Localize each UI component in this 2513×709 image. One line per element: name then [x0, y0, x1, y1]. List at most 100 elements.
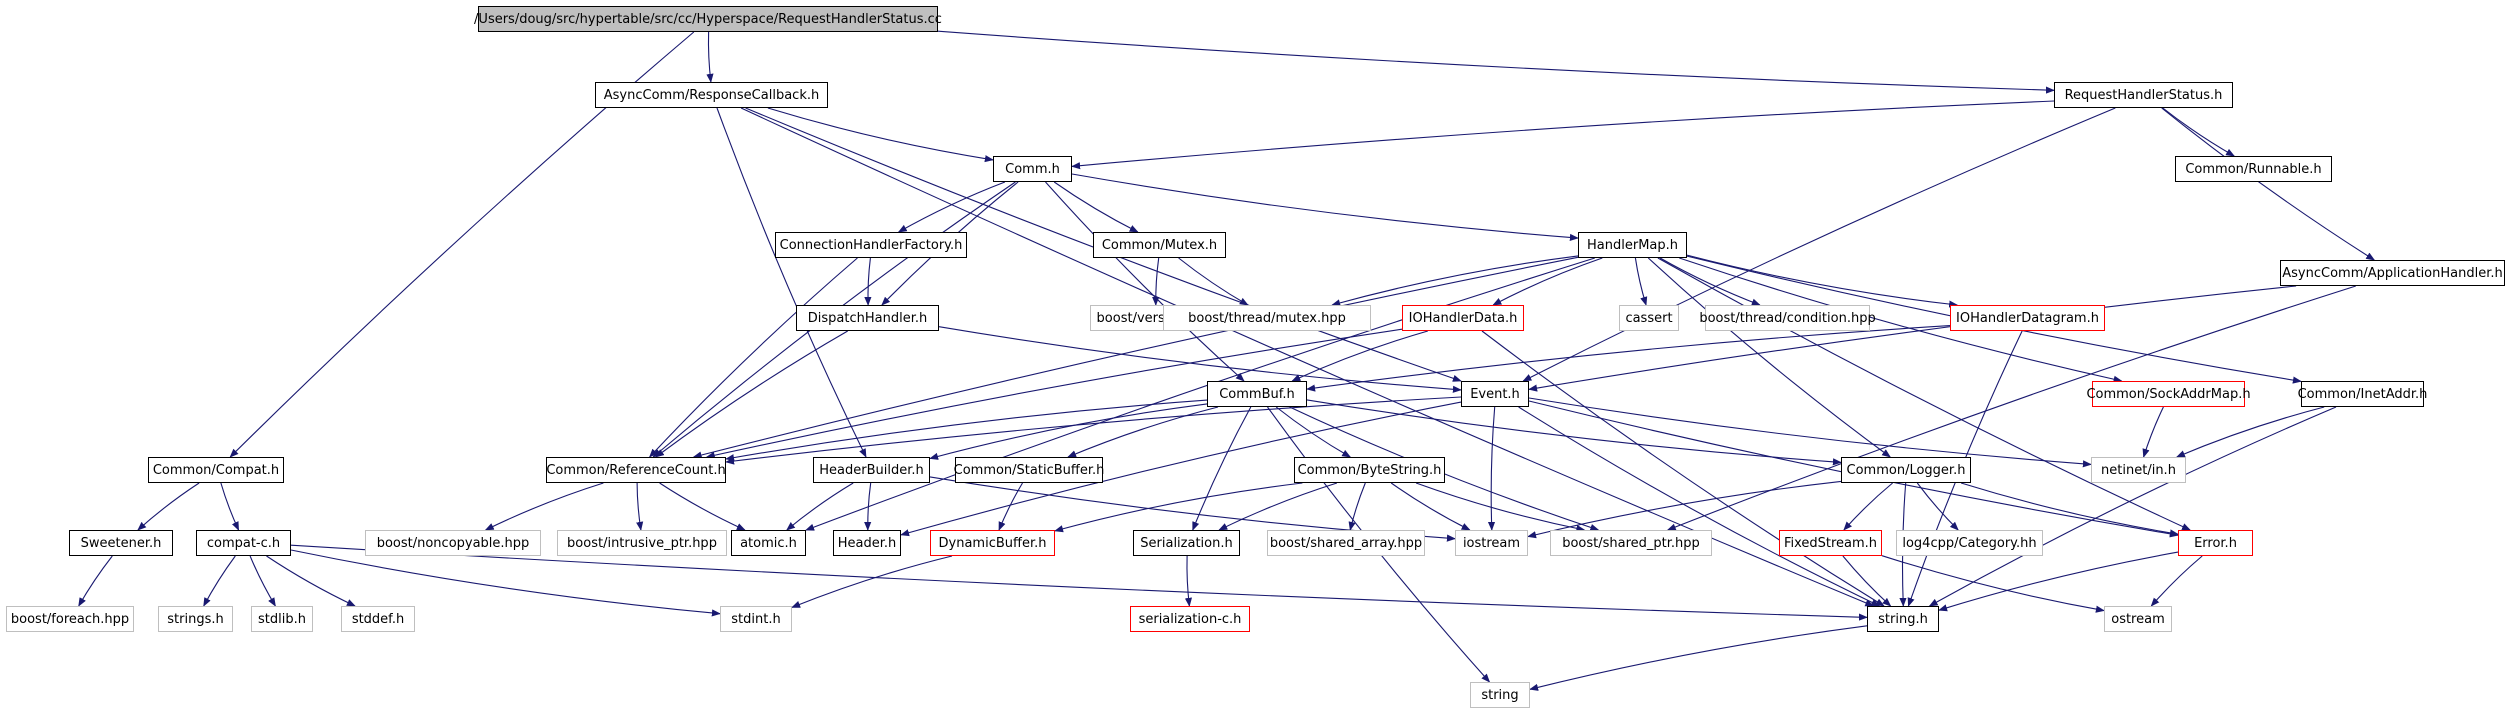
node-iohd[interactable]: IOHandlerData.h — [1402, 305, 1524, 331]
node-apph[interactable]: AsyncComm/ApplicationHandler.h — [2280, 260, 2505, 286]
node-logger[interactable]: Common/Logger.h — [1841, 457, 1971, 483]
node-stddef[interactable]: stddef.h — [341, 606, 415, 632]
edge-commbuf-to-refcnt — [725, 399, 1208, 462]
node-respcb[interactable]: AsyncComm/ResponseCallback.h — [595, 82, 828, 108]
edge-refcnt-to-bnoncopy — [484, 482, 604, 531]
node-commbuf[interactable]: CommBuf.h — [1207, 381, 1307, 407]
edge-fstream-to-ostream — [1881, 555, 2105, 613]
node-serial[interactable]: Serialization.h — [1133, 530, 1240, 556]
node-compat[interactable]: Common/Compat.h — [148, 457, 284, 483]
edge-iohd-to-stringh — [1481, 330, 1885, 607]
edge-commbuf-to-serial — [1192, 406, 1252, 531]
node-rhsh[interactable]: RequestHandlerStatus.h — [2054, 82, 2233, 108]
edge-mutex-to-bmutex — [1178, 257, 1249, 306]
edge-logger-to-error — [1960, 482, 2179, 537]
node-stringh[interactable]: string.h — [1867, 606, 1939, 632]
edge-hmap-to-cassert — [1634, 257, 1648, 306]
edge-mutex-to-bver — [1152, 257, 1160, 306]
edge-compatc-to-strings — [203, 555, 236, 607]
edge-hmap-to-atomic — [805, 257, 1595, 531]
edge-commbuf-to-logger — [1306, 399, 1842, 466]
node-sween[interactable]: Sweetener.h — [69, 530, 173, 556]
edge-event-to-refcnt — [725, 396, 1462, 465]
node-atomic[interactable]: atomic.h — [731, 530, 806, 556]
node-string[interactable]: string — [1470, 682, 1530, 708]
edge-chf-to-refcnt — [648, 257, 858, 458]
edge-error-to-ostream — [2150, 555, 2203, 607]
edge-compatc-to-stringh — [290, 544, 1868, 621]
node-comm[interactable]: Comm.h — [993, 156, 1072, 182]
node-bstr[interactable]: Common/ByteString.h — [1294, 457, 1445, 483]
node-header[interactable]: Header.h — [833, 530, 901, 556]
edge-disp-to-refcnt — [655, 330, 848, 458]
edge-stringh-to-string — [1529, 625, 1868, 691]
edge-comm-to-hmap — [1071, 173, 1579, 242]
edge-bstr-to-iostream — [1390, 482, 1471, 531]
edge-logger-to-iostream — [1527, 480, 1842, 539]
edge-root-to-respcb — [706, 31, 714, 83]
node-bforeach[interactable]: boost/foreach.hpp — [6, 606, 134, 632]
node-bmutex[interactable]: boost/thread/mutex.hpp — [1163, 305, 1371, 331]
node-disp[interactable]: DispatchHandler.h — [796, 305, 939, 331]
edge-event-to-iostream — [1487, 406, 1496, 531]
edge-error-to-stringh — [1938, 551, 2179, 612]
edge-hmap-to-bcond — [1659, 257, 1761, 306]
node-sockmap[interactable]: Common/SockAddrMap.h — [2086, 381, 2251, 407]
node-hmap[interactable]: HandlerMap.h — [1578, 232, 1687, 258]
node-mutex[interactable]: Common/Mutex.h — [1093, 232, 1226, 258]
node-stdlib[interactable]: stdlib.h — [251, 606, 313, 632]
edge-bstr-to-bsarr — [1348, 482, 1366, 531]
edge-root-to-rhsh — [937, 30, 2055, 94]
edge-respcb-to-comm — [767, 107, 994, 163]
node-chf[interactable]: ConnectionHandlerFactory.h — [775, 232, 967, 258]
node-bsarr[interactable]: boost/shared_array.hpp — [1267, 530, 1425, 556]
edge-iohd-to-refcnt — [705, 328, 1403, 459]
edge-hmap-to-bmutex — [1331, 255, 1579, 307]
node-serialc[interactable]: serialization-c.h — [1130, 606, 1250, 632]
node-ostream[interactable]: ostream — [2104, 606, 2172, 632]
edge-hmap-to-iohd — [1492, 257, 1603, 306]
node-refcnt[interactable]: Common/ReferenceCount.h — [546, 457, 726, 483]
edge-commbuf-to-sbuf — [1067, 406, 1219, 458]
node-strings[interactable]: strings.h — [158, 606, 233, 632]
edge-event-to-header — [900, 401, 1462, 537]
node-sbuf[interactable]: Common/StaticBuffer.h — [954, 457, 1104, 483]
edge-logger-to-log4cpp — [1916, 482, 1959, 531]
node-bintr[interactable]: boost/intrusive_ptr.hpp — [557, 530, 727, 556]
node-hbuild[interactable]: HeaderBuilder.h — [813, 457, 930, 483]
edge-apph-to-event — [1528, 285, 2297, 392]
edge-fstream-to-stringh — [1842, 555, 1892, 607]
node-cassert[interactable]: cassert — [1619, 305, 1679, 331]
node-event[interactable]: Event.h — [1461, 381, 1529, 407]
node-iostream[interactable]: iostream — [1455, 530, 1528, 556]
edge-comm-to-mutex — [1053, 181, 1139, 233]
node-dynbuf[interactable]: DynamicBuffer.h — [930, 530, 1055, 556]
node-stdint[interactable]: stdint.h — [720, 606, 792, 632]
edge-compatc-to-stdint — [290, 549, 721, 617]
edge-refcnt-to-bintr — [636, 482, 644, 531]
node-inet[interactable]: Common/InetAddr.h — [2298, 381, 2427, 407]
edge-iohd-to-commbuf — [1291, 330, 1428, 382]
edge-logger-to-fstream — [1843, 482, 1893, 531]
node-iohdg[interactable]: IOHandlerDatagram.h — [1950, 305, 2105, 331]
edge-commbuf-to-bstr — [1275, 406, 1352, 458]
node-compatc[interactable]: compat-c.h — [196, 530, 291, 556]
node-error[interactable]: Error.h — [2178, 530, 2253, 556]
edge-apph-to-bsptr — [1666, 285, 2356, 531]
node-runnable[interactable]: Common/Runnable.h — [2175, 156, 2332, 182]
node-bsptr[interactable]: boost/shared_ptr.hpp — [1550, 530, 1712, 556]
edge-rhsh-to-apph — [2161, 107, 2376, 261]
edge-compatc-to-stddef — [266, 555, 356, 607]
edge-event-to-netinet — [1528, 397, 2092, 468]
edge-disp-to-event — [938, 326, 1462, 393]
node-root[interactable]: /Users/doug/src/hypertable/src/cc/Hypers… — [474, 6, 942, 32]
node-bcond[interactable]: boost/thread/condition.hpp — [1699, 305, 1876, 331]
node-fstream[interactable]: FixedStream.h — [1779, 530, 1882, 556]
node-log4cpp[interactable]: log4cpp/Category.hh — [1896, 530, 2043, 556]
edge-comm-to-commbuf — [1045, 181, 1245, 382]
edge-hmap-to-sockmap — [1679, 257, 2123, 383]
node-netinet[interactable]: netinet/in.h — [2091, 457, 2186, 483]
edge-rhsh-to-event — [1522, 107, 2116, 382]
node-bnoncopy[interactable]: boost/noncopyable.hpp — [365, 530, 541, 556]
edge-respcb-to-hbuild — [716, 107, 867, 458]
